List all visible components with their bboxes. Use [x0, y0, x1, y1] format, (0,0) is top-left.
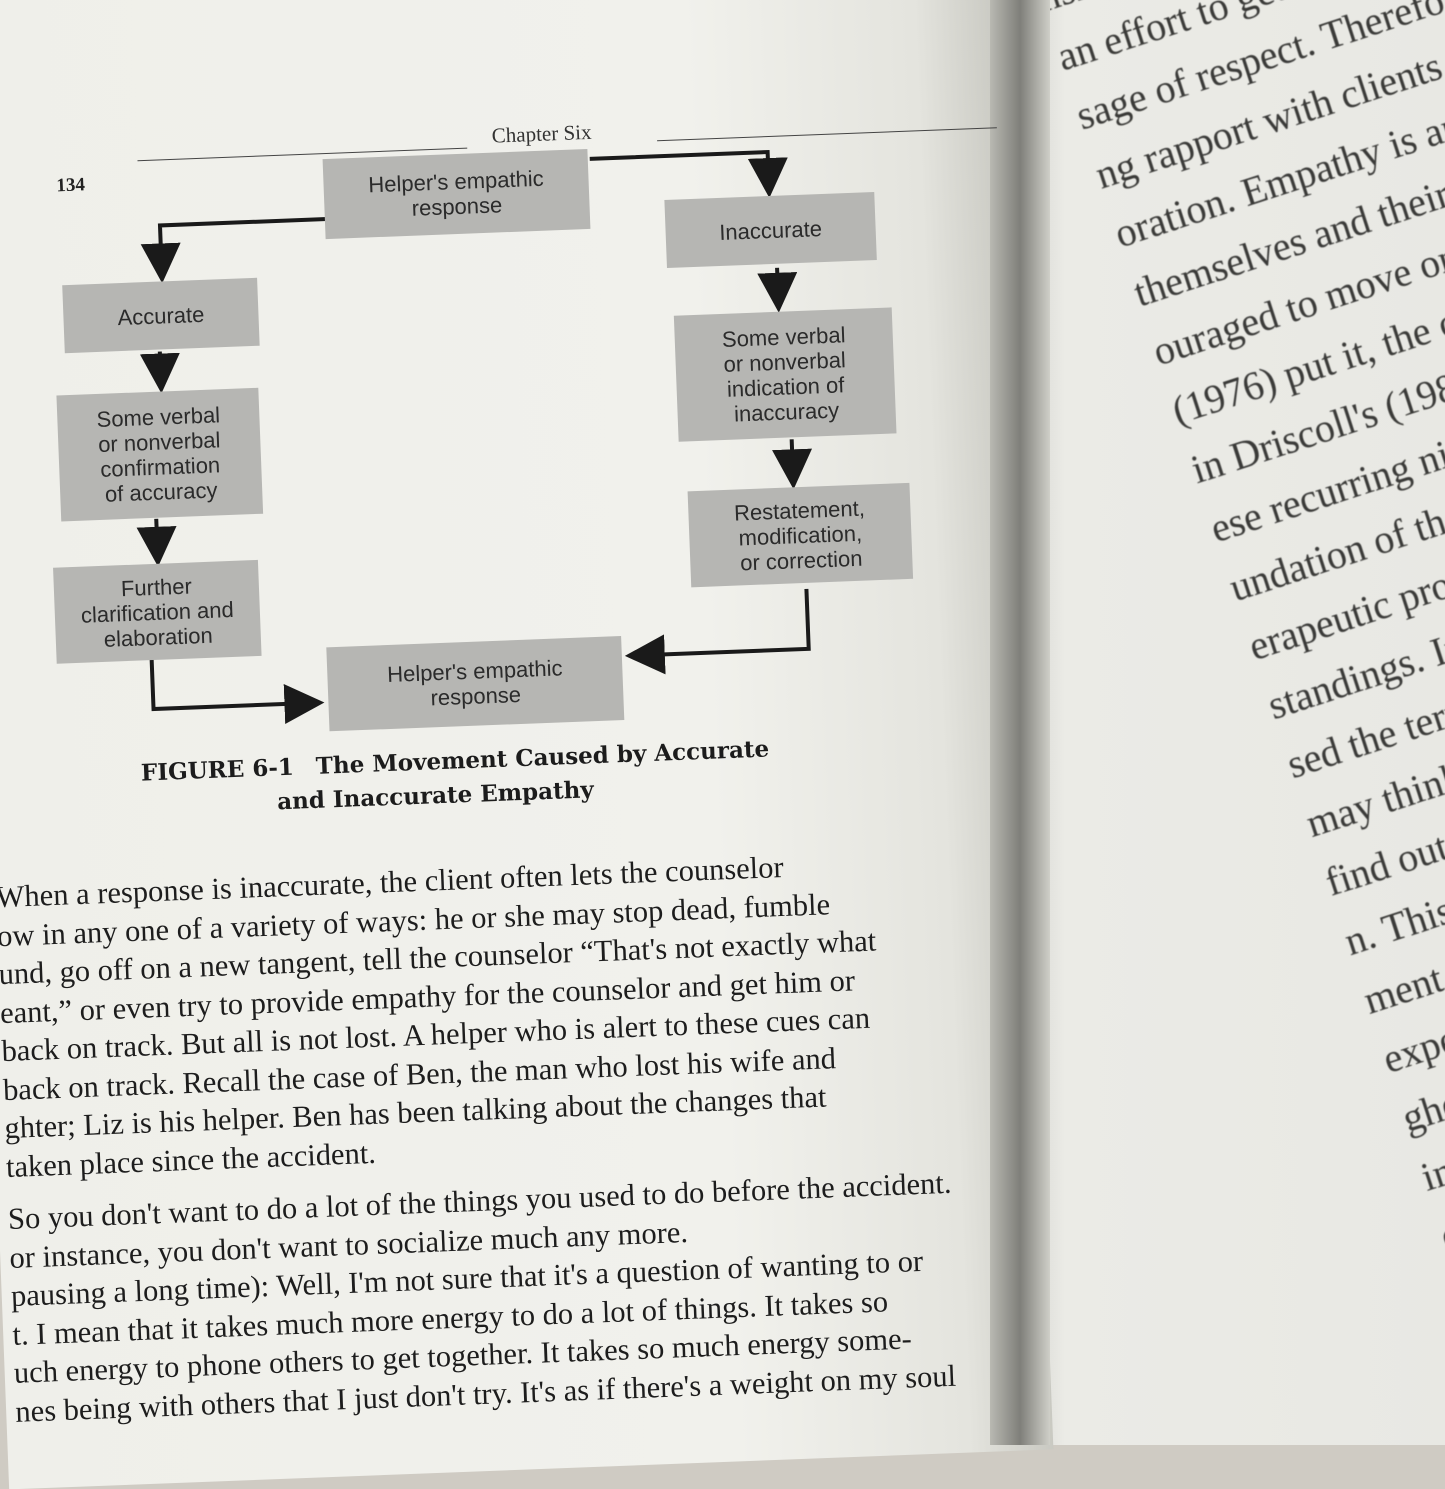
accurate-box: Accurate [62, 277, 260, 354]
bottom-response-box: Helper's empathic response [326, 636, 625, 732]
arrow-to-inaccurate [589, 149, 788, 199]
arrow-clarification-to-response [149, 659, 325, 725]
arrow-restatement-to-response [624, 588, 811, 675]
arrow-indication-to-restatement [772, 439, 813, 490]
body-text: When a response is inaccurate, the clien… [0, 838, 1055, 1431]
arrow-to-accurate [140, 216, 330, 284]
figure-label: FIGURE 6-1 [140, 753, 295, 787]
clarification-box: Further clarification and elaboration [53, 559, 262, 664]
indication-box: Some verbal or nonverbal indication of i… [673, 307, 897, 442]
paragraph-1: When a response is inaccurate, the clien… [0, 838, 1046, 1186]
arrow-confirmation-to-clarification [136, 518, 177, 567]
arrow-accurate-to-confirmation [139, 351, 180, 394]
arrow-inaccurate-to-indication [757, 267, 798, 313]
book-gutter [990, 0, 1050, 1445]
top-response-box: Helper's empathic response [322, 148, 591, 240]
restatement-box: Restatement, modification, or correction [687, 482, 914, 588]
inaccurate-box: Inaccurate [664, 191, 877, 269]
confirmation-box: Some verbal or nonverbal confirmation of… [56, 387, 264, 522]
paragraph-2: So you don't want to do a lot of the thi… [7, 1160, 1055, 1431]
